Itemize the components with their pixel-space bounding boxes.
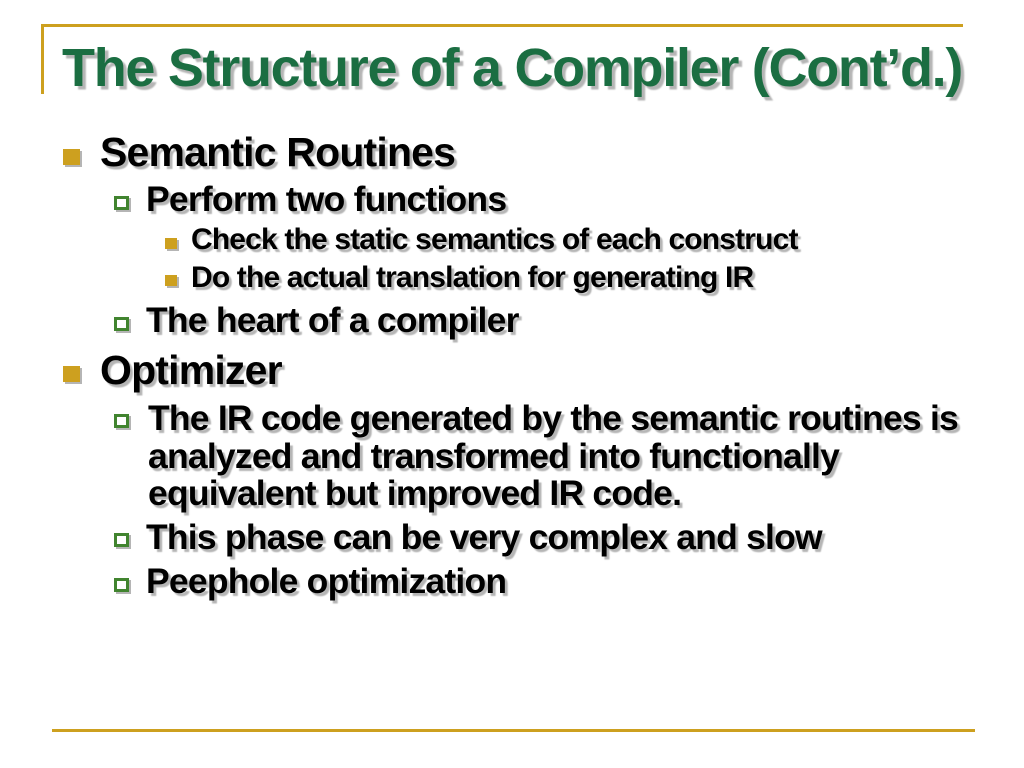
bullet-square-hollow-icon [114,414,129,428]
bullet-text-level2: The IR code generated by the semantic ro… [148,398,959,513]
slide-title: The Structure of a Compiler (Cont’d.) [62,38,963,98]
bottom-rule [52,729,975,732]
bullet-text-level3: Check the static semantics of each const… [191,223,798,256]
bullet-text-level2: Perform two functions [146,179,507,219]
bullet-square-hollow-icon [114,533,129,547]
top-rule [42,24,963,27]
bullet-text-level3: Do the actual translation for generating… [191,261,754,294]
bullet-square-hollow-icon [114,578,129,592]
bullet-square-gold-icon [165,275,177,286]
bullet-text-level1: Optimizer [100,347,283,393]
bullet-text-level1: Semantic Routines [100,129,456,175]
bullet-square-gold-icon [63,366,80,382]
bullet-square-gold-icon [63,149,80,165]
bullet-text-level2: This phase can be very complex and slow [146,517,823,557]
bullet-square-gold-icon [165,238,177,249]
bullet-square-hollow-icon [114,196,129,210]
left-rule [41,24,44,94]
bullet-text-level2: The heart of a compiler [146,300,519,340]
bullet-text-level2: Peephole optimization [146,561,507,601]
bullet-square-hollow-icon [114,317,129,331]
